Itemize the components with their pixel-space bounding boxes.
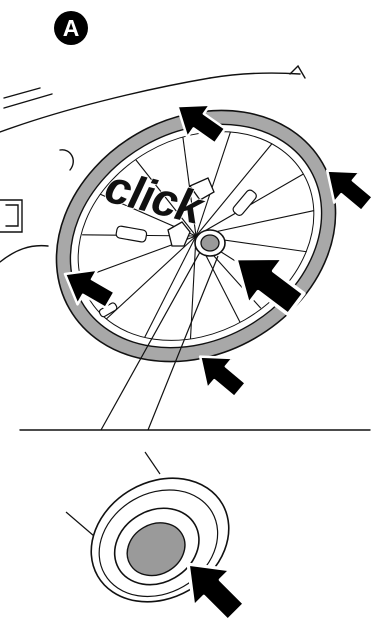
step-badge-label: A xyxy=(63,15,80,41)
step-badge: A xyxy=(54,11,88,45)
